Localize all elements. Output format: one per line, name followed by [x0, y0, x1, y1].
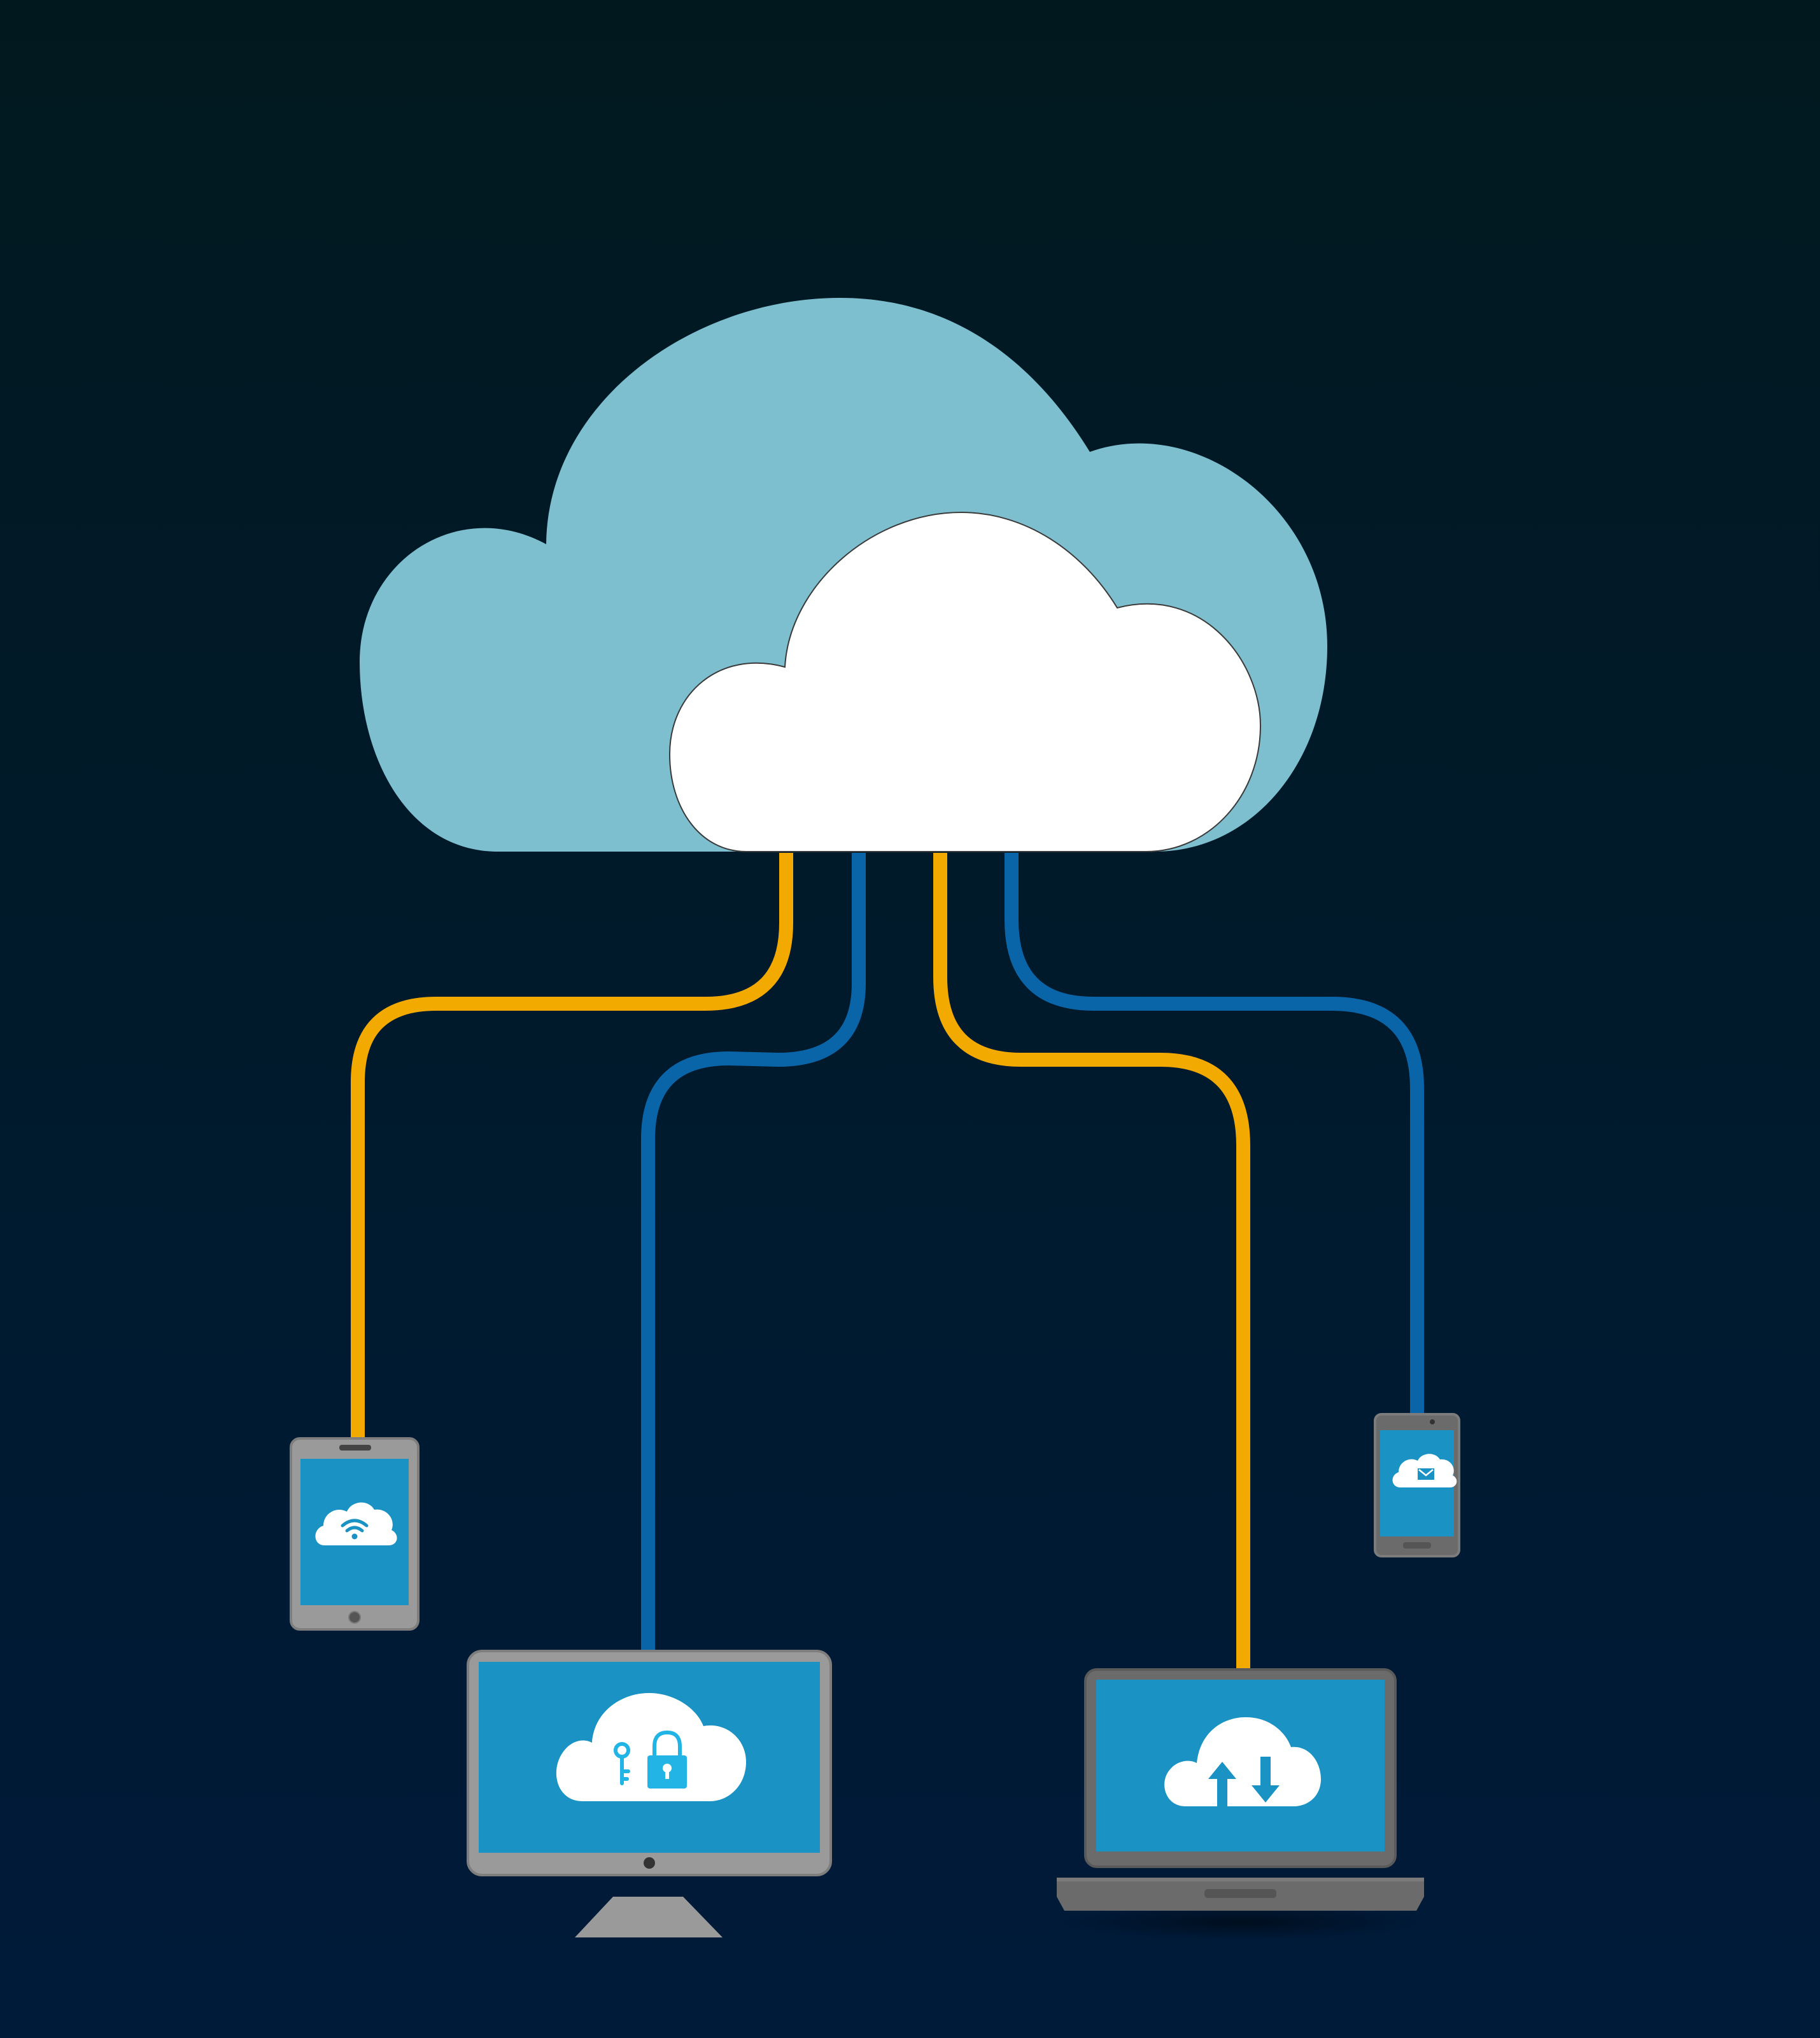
smartphone [1375, 1414, 1459, 1556]
laptop [1055, 1669, 1425, 1940]
tablet [291, 1438, 418, 1629]
